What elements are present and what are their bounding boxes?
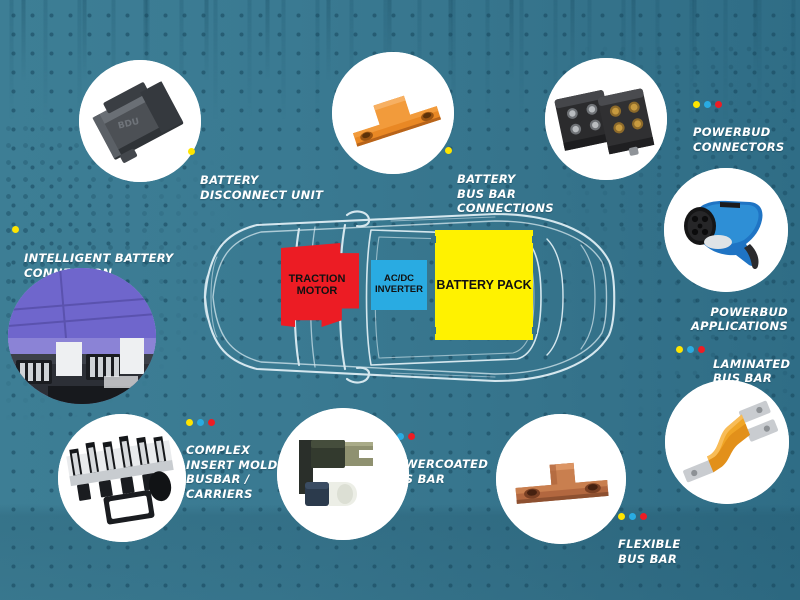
vehicle-top-view-diagram: TRACTION MOTOR AC/DC INVERTER BATTERY PA…	[195, 185, 625, 410]
callout-dots-battery-disconnect-unit	[188, 148, 195, 155]
legend-dot-yellow-icon	[12, 226, 19, 233]
laminated-bus-bar-photo	[665, 380, 789, 504]
legend-dot-cyan-icon	[629, 512, 636, 520]
legend-dot-yellow-icon	[186, 418, 193, 426]
callout-dots-battery-bus-bar-connections	[445, 147, 452, 154]
vehicle-block-acdc-inverter: AC/DC INVERTER	[371, 260, 427, 310]
callout-dots-intelligent-battery-connection	[12, 226, 19, 233]
battery-pack-label: BATTERY PACK	[436, 278, 532, 292]
callout-battery-bus-bar-connections: BATTERY BUS BAR CONNECTIONS	[445, 143, 554, 230]
legend-dot-red-icon	[715, 100, 722, 108]
battery-pack-notch-icon	[532, 327, 537, 334]
legend-dot-red-icon	[208, 418, 215, 426]
photo-bubble-flexible-bus-bar[interactable]	[496, 414, 626, 544]
callout-label-flexible-bus-bar: FLEXIBLE BUS BAR	[618, 537, 681, 566]
legend-dot-cyan-icon	[197, 418, 204, 426]
legend-dot-cyan-icon	[704, 100, 711, 108]
traction-motor-label: TRACTION MOTOR	[288, 272, 346, 297]
legend-dot-yellow-icon	[188, 148, 195, 155]
photo-bubble-battery-disconnect-unit[interactable]: BDU	[79, 60, 201, 182]
callout-dots-complex-insert-molded	[186, 418, 296, 426]
powerbud-applications-photo	[664, 168, 788, 292]
powerbud-connectors-photo	[545, 58, 667, 180]
callout-flexible-bus-bar: FLEXIBLE BUS BAR	[618, 498, 681, 581]
acdc-inverter-label: AC/DC INVERTER	[374, 273, 424, 295]
battery-pack-notch-icon	[431, 236, 436, 243]
callout-label-battery-bus-bar-connections: BATTERY BUS BAR CONNECTIONS	[457, 172, 554, 215]
callout-label-battery-disconnect-unit: BATTERY DISCONNECT UNIT	[200, 173, 324, 202]
legend-dot-red-icon	[698, 346, 705, 353]
legend-dot-yellow-icon	[676, 346, 683, 353]
complex-insert-molded-photo	[58, 414, 186, 542]
battery-pack-notch-icon	[431, 327, 436, 334]
legend-dot-yellow-icon	[445, 147, 452, 154]
legend-dot-cyan-icon	[687, 346, 694, 353]
legend-dot-red-icon	[640, 512, 647, 520]
battery-bus-bar-photo	[332, 52, 454, 174]
callout-label-powerbud-connectors: POWERBUD CONNECTORS	[693, 125, 785, 154]
legend-dot-red-icon	[408, 432, 415, 440]
callout-dots-flexible-bus-bar	[618, 512, 681, 520]
photo-bubble-laminated-bus-bar[interactable]	[665, 380, 789, 504]
battery-disconnect-unit-photo: BDU	[79, 60, 201, 182]
photo-bubble-powercoated-bus-bar[interactable]	[277, 408, 409, 540]
photo-bubble-intelligent-battery-connection[interactable]	[8, 268, 156, 404]
photo-bubble-powerbud-connectors[interactable]	[545, 58, 667, 180]
callout-powerbud-connectors: POWERBUD CONNECTORS	[693, 86, 785, 169]
callout-battery-disconnect-unit: BATTERY DISCONNECT UNIT	[188, 144, 323, 217]
powercoated-bus-bar-photo	[277, 408, 409, 540]
callout-powerbud-applications: POWERBUD APPLICATIONS	[648, 290, 788, 348]
callout-dots-laminated-bus-bar	[676, 346, 705, 353]
battery-pack-notch-icon	[532, 236, 537, 243]
legend-dot-yellow-icon	[693, 100, 700, 108]
callout-label-powerbud-applications: POWERBUD APPLICATIONS	[690, 304, 788, 334]
callout-dots-powerbud-connectors	[693, 100, 785, 108]
intelligent-battery-connection-photo	[8, 268, 156, 404]
legend-dot-yellow-icon	[618, 512, 625, 520]
vehicle-block-battery-pack: BATTERY PACK	[431, 230, 537, 340]
photo-bubble-complex-insert-molded[interactable]	[58, 414, 186, 542]
flexible-bus-bar-photo	[496, 414, 626, 544]
photo-bubble-battery-bus-bar[interactable]	[332, 52, 454, 174]
photo-bubble-powerbud-applications[interactable]	[664, 168, 788, 292]
